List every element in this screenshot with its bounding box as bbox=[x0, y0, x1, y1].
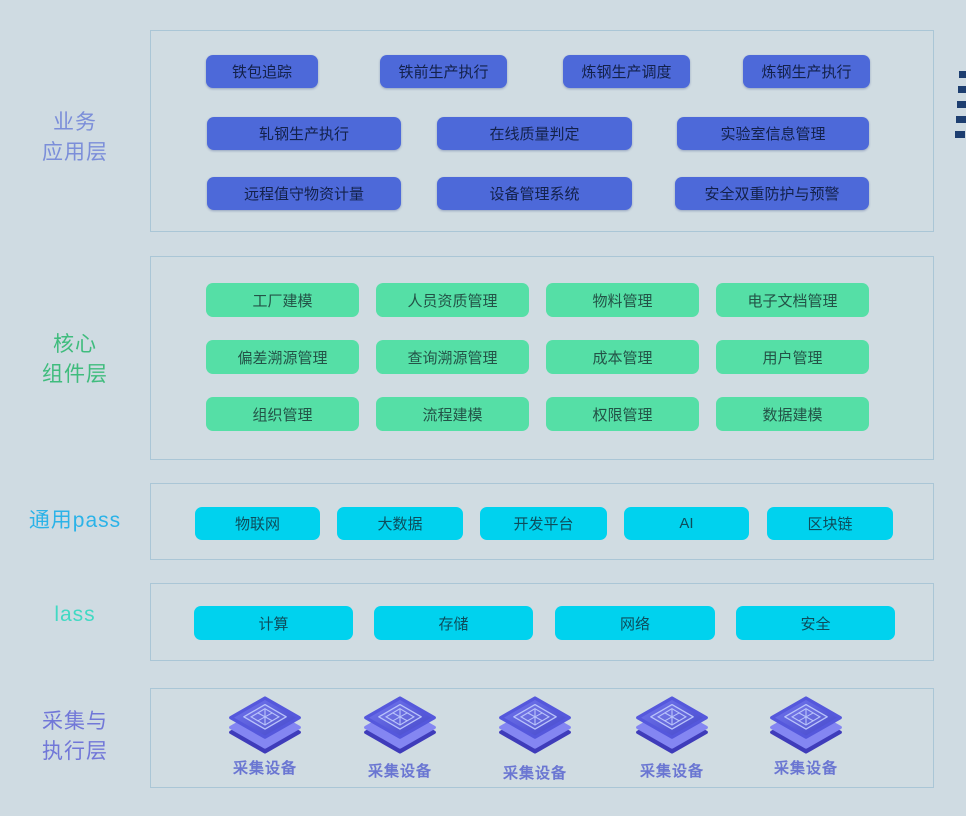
core-btn-cost-mgmt[interactable]: 成本管理 bbox=[546, 340, 699, 374]
business-btn-online-quality[interactable]: 在线质量判定 bbox=[437, 117, 632, 150]
edge-marker-icon bbox=[959, 71, 966, 78]
iaas-btn-compute[interactable]: 计算 bbox=[194, 606, 353, 640]
business-btn-rolling-exec[interactable]: 轧钢生产执行 bbox=[207, 117, 401, 150]
business-btn-ironmaking-exec[interactable]: 铁前生产执行 bbox=[380, 55, 507, 88]
collect-layer-label-line2: 执行层 bbox=[42, 740, 108, 764]
business-layer-label-line1: 业务 bbox=[53, 111, 97, 134]
collect-layer-label: 采集与 执行层 bbox=[0, 707, 150, 768]
core-btn-process-modeling[interactable]: 流程建模 bbox=[376, 397, 529, 431]
core-btn-org-mgmt[interactable]: 组织管理 bbox=[206, 397, 359, 431]
edge-marker-icon bbox=[955, 131, 965, 138]
core-btn-permission-mgmt[interactable]: 权限管理 bbox=[546, 397, 699, 431]
edge-marker-icon bbox=[957, 101, 966, 108]
business-btn-steelmaking-sched[interactable]: 炼钢生产调度 bbox=[563, 55, 690, 88]
collect-device-label: 采集设备 bbox=[367, 763, 432, 780]
iaas-layer-label: lass bbox=[54, 603, 96, 626]
collect-device-cube-icon bbox=[229, 696, 301, 754]
core-btn-query-trace[interactable]: 查询溯源管理 bbox=[376, 340, 529, 374]
collect-device-label: 采集设备 bbox=[639, 763, 704, 780]
core-btn-data-modeling[interactable]: 数据建模 bbox=[716, 397, 869, 431]
edge-marker-icon bbox=[956, 116, 966, 123]
business-btn-ladle-tracking[interactable]: 铁包追踪 bbox=[206, 55, 318, 88]
collect-device-label: 采集设备 bbox=[502, 765, 567, 782]
core-btn-edoc-mgmt[interactable]: 电子文档管理 bbox=[716, 283, 869, 317]
iaas-btn-security[interactable]: 安全 bbox=[736, 606, 895, 640]
core-btn-personnel-qual[interactable]: 人员资质管理 bbox=[376, 283, 529, 317]
core-layer-label: 核心 组件层 bbox=[0, 330, 150, 391]
collect-device-cube-icon bbox=[499, 696, 571, 754]
business-btn-equipment-mgmt[interactable]: 设备管理系统 bbox=[437, 177, 632, 210]
paas-btn-blockchain[interactable]: 区块链 bbox=[767, 507, 893, 540]
core-btn-deviation-trace[interactable]: 偏差溯源管理 bbox=[206, 340, 359, 374]
business-layer-label: 业务 应用层 bbox=[0, 108, 150, 169]
collect-device-cube-icon bbox=[364, 696, 436, 754]
collect-device-cube-icon bbox=[636, 696, 708, 754]
paas-btn-bigdata[interactable]: 大数据 bbox=[337, 507, 463, 540]
collect-device-label: 采集设备 bbox=[773, 760, 838, 777]
collect-layer-label-line1: 采集与 bbox=[42, 710, 108, 733]
paas-layer-label: 通用pass bbox=[28, 509, 122, 532]
paas-btn-ai[interactable]: AI bbox=[624, 507, 749, 540]
collect-device-cube-icon bbox=[770, 696, 842, 754]
business-layer-label-line2: 应用层 bbox=[42, 141, 108, 165]
edge-marker-icon bbox=[958, 86, 966, 93]
collect-device-label: 采集设备 bbox=[232, 760, 297, 777]
core-btn-user-mgmt[interactable]: 用户管理 bbox=[716, 340, 869, 374]
core-layer-panel bbox=[150, 256, 934, 460]
paas-btn-iot[interactable]: 物联网 bbox=[195, 507, 320, 540]
collect-layer-panel bbox=[150, 688, 934, 788]
iaas-btn-storage[interactable]: 存储 bbox=[374, 606, 533, 640]
paas-btn-dev-platform[interactable]: 开发平台 bbox=[480, 507, 607, 540]
core-btn-factory-modeling[interactable]: 工厂建模 bbox=[206, 283, 359, 317]
core-layer-label-line1: 核心 bbox=[53, 333, 97, 356]
iaas-layer-panel bbox=[150, 583, 934, 661]
business-btn-remote-metering[interactable]: 远程值守物资计量 bbox=[207, 177, 401, 210]
core-layer-label-line2: 组件层 bbox=[42, 363, 108, 387]
business-layer-panel bbox=[150, 30, 934, 232]
business-btn-steelmaking-exec[interactable]: 炼钢生产执行 bbox=[743, 55, 870, 88]
business-btn-safety-dual-warning[interactable]: 安全双重防护与预警 bbox=[675, 177, 869, 210]
core-btn-material-mgmt[interactable]: 物料管理 bbox=[546, 283, 699, 317]
paas-layer-panel bbox=[150, 483, 934, 560]
iaas-btn-network[interactable]: 网络 bbox=[555, 606, 715, 640]
business-btn-lab-info-mgmt[interactable]: 实验室信息管理 bbox=[677, 117, 869, 150]
